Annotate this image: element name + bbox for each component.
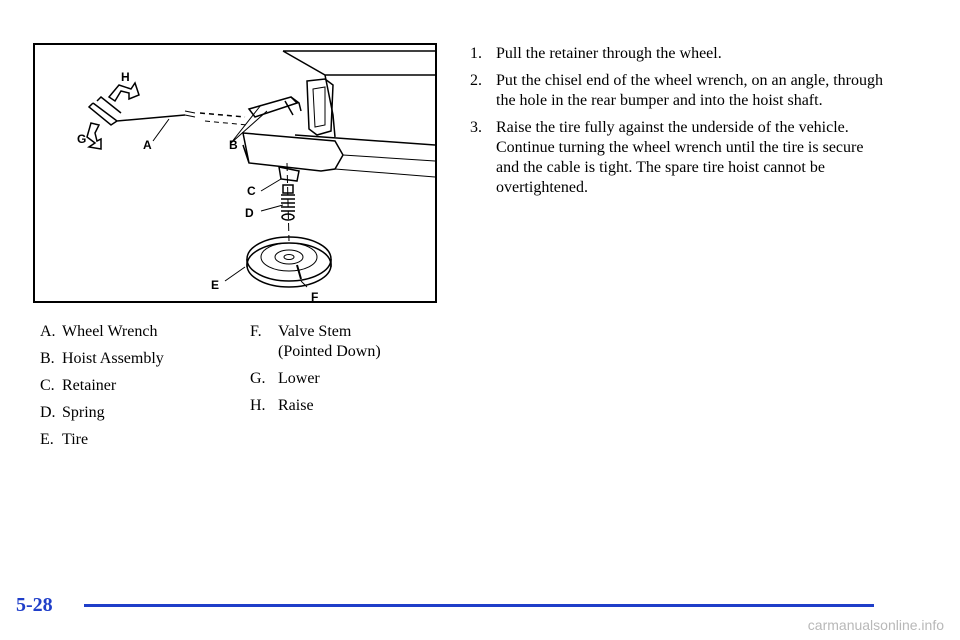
label-d: D bbox=[245, 206, 254, 220]
label-c: C bbox=[247, 184, 256, 198]
spring-washer bbox=[281, 213, 295, 221]
legend-item: F.Valve Stem (Pointed Down) bbox=[250, 323, 381, 360]
tail-lamp bbox=[306, 78, 334, 136]
label-h: H bbox=[121, 70, 130, 84]
page-number: 5-28 bbox=[16, 594, 53, 616]
footer-rule bbox=[84, 604, 874, 607]
raise-arrow-icon bbox=[107, 81, 140, 103]
vehicle-bed bbox=[282, 50, 435, 146]
legend-item: E.Tire bbox=[40, 431, 89, 448]
step-item: 2.Put the chisel end of the wheel wrench… bbox=[470, 72, 883, 109]
step-item: 3.Raise the tire fully against the under… bbox=[470, 119, 864, 196]
hoist-spring bbox=[281, 194, 295, 212]
wheel-wrench bbox=[87, 95, 186, 126]
retainer bbox=[278, 166, 300, 194]
rear-bumper bbox=[242, 132, 344, 172]
legend-left: A.Wheel Wrench B.Hoist Assembly C.Retain… bbox=[40, 322, 230, 457]
label-b: B bbox=[229, 138, 238, 152]
legend-item: B.Hoist Assembly bbox=[40, 350, 164, 367]
label-g: G bbox=[77, 132, 86, 146]
hoist-shaft bbox=[247, 96, 299, 118]
legend-right: F.Valve Stem (Pointed Down) G.Lower H.Ra… bbox=[250, 322, 390, 423]
lower-arrow-icon bbox=[86, 122, 102, 150]
watermark: carmanualsonline.info bbox=[807, 617, 944, 633]
valve-stem bbox=[296, 264, 302, 280]
legend-item: G.Lower bbox=[250, 370, 320, 387]
legend-item: C.Retainer bbox=[40, 377, 117, 394]
instruction-steps: 1.Pull the retainer through the wheel. 2… bbox=[470, 44, 890, 205]
label-f: F bbox=[311, 290, 318, 301]
spare-tire-hoist-diagram: H G A B C D E F bbox=[77, 50, 435, 301]
legend-item: A.Wheel Wrench bbox=[40, 323, 158, 340]
hoist-illustration: H G A B C D E F bbox=[33, 43, 437, 303]
label-e: E bbox=[211, 278, 219, 292]
step-item: 1.Pull the retainer through the wheel. bbox=[470, 45, 722, 62]
label-a: A bbox=[143, 138, 152, 152]
hoist-cable bbox=[286, 162, 290, 242]
legend-item: H.Raise bbox=[250, 397, 314, 414]
legend-item: D.Spring bbox=[40, 404, 105, 421]
